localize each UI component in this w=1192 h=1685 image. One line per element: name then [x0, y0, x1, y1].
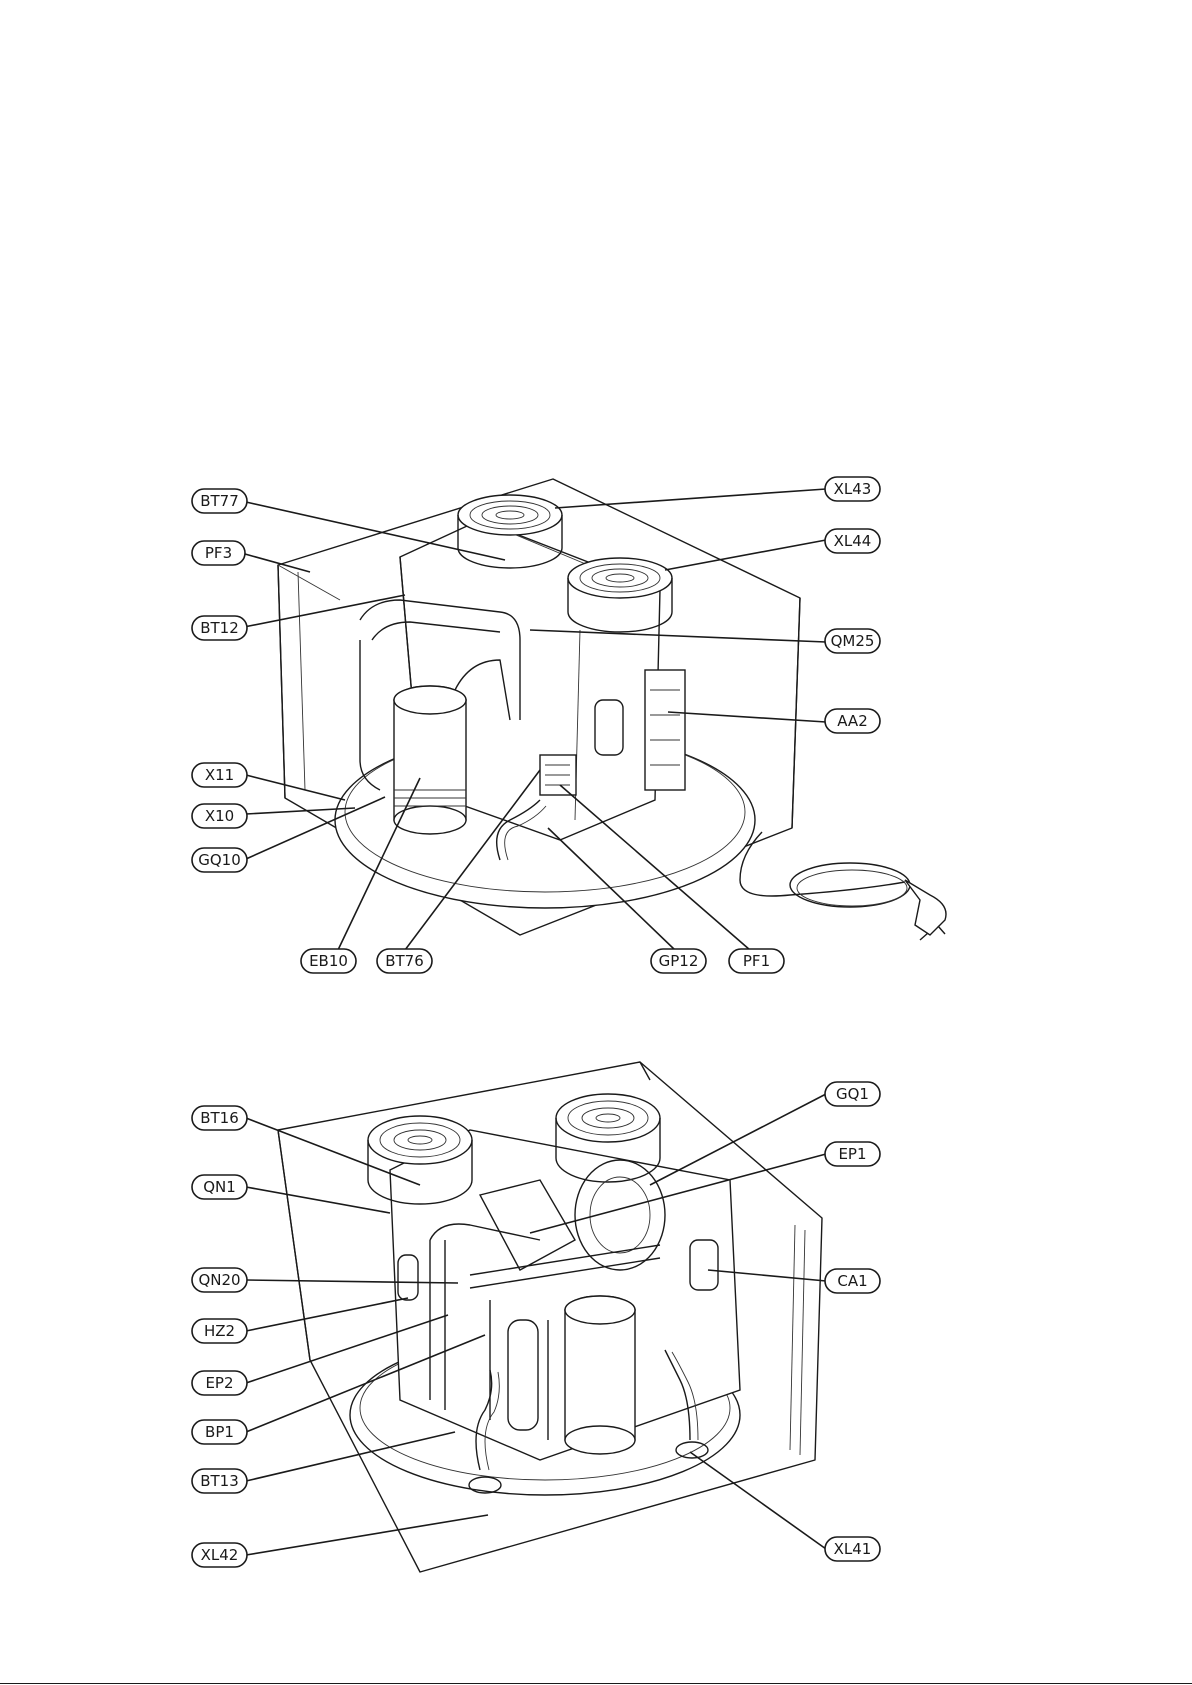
leader-xl41 [690, 1452, 826, 1549]
label-qm25-text: QM25 [831, 632, 875, 650]
label-xl44: XL44 [825, 529, 880, 553]
label-gp12-text: GP12 [659, 952, 699, 970]
label-qn20: QN20 [192, 1268, 247, 1292]
leader-aa2 [668, 712, 826, 722]
leader-bt12 [244, 595, 405, 627]
label-pf3-text: PF3 [205, 544, 232, 562]
label-ep1-text: EP1 [838, 1145, 866, 1163]
label-eb10-text: EB10 [309, 952, 348, 970]
label-aa2: AA2 [825, 709, 880, 733]
label-xl42: XL42 [192, 1543, 247, 1567]
label-bt77: BT77 [192, 489, 247, 513]
leader-x11 [246, 775, 345, 800]
footer-rule [0, 1683, 1192, 1684]
label-x10-text: X10 [205, 807, 234, 825]
label-qn20-text: QN20 [198, 1271, 240, 1289]
label-xl44-text: XL44 [834, 532, 872, 550]
label-pf3: PF3 [192, 541, 245, 565]
label-xl41-text: XL41 [834, 1540, 872, 1558]
label-bt12: BT12 [192, 616, 247, 640]
label-bp1: BP1 [192, 1420, 247, 1444]
label-gq1-text: GQ1 [836, 1085, 869, 1103]
label-bt13-text: BT13 [200, 1472, 239, 1490]
label-gq10-text: GQ10 [198, 851, 241, 869]
label-gq10: GQ10 [192, 848, 247, 872]
leader-xl42 [246, 1515, 488, 1555]
label-bt16: BT16 [192, 1106, 247, 1130]
label-gq1: GQ1 [825, 1082, 880, 1106]
label-x11: X11 [192, 763, 247, 787]
label-ep2-text: EP2 [205, 1374, 233, 1392]
label-qm25: QM25 [825, 629, 880, 653]
label-qn1-text: QN1 [203, 1178, 236, 1196]
label-hz2-text: HZ2 [204, 1322, 235, 1340]
label-x10: X10 [192, 804, 247, 828]
label-ca1: CA1 [825, 1269, 880, 1293]
label-bt12-text: BT12 [200, 619, 239, 637]
label-bt77-text: BT77 [200, 492, 239, 510]
label-ep1: EP1 [825, 1142, 880, 1166]
leader-gq1 [650, 1094, 826, 1185]
label-xl41: XL41 [825, 1537, 880, 1561]
label-bt13: BT13 [192, 1469, 247, 1493]
label-bt76-text: BT76 [385, 952, 424, 970]
label-ca1-text: CA1 [837, 1272, 867, 1290]
label-pf1-text: PF1 [743, 952, 770, 970]
label-bt76: BT76 [377, 949, 432, 973]
label-gp12: GP12 [651, 949, 706, 973]
label-pf1: PF1 [729, 949, 784, 973]
label-xl43: XL43 [825, 477, 880, 501]
leader-hz2 [246, 1298, 408, 1331]
label-bt16-text: BT16 [200, 1109, 239, 1127]
label-hz2: HZ2 [192, 1319, 247, 1343]
label-xl43-text: XL43 [834, 480, 872, 498]
leader-qn1 [246, 1187, 390, 1213]
label-aa2-text: AA2 [837, 712, 867, 730]
label-x11-text: X11 [205, 766, 234, 784]
label-eb10: EB10 [301, 949, 356, 973]
label-ep2: EP2 [192, 1371, 247, 1395]
label-qn1: QN1 [192, 1175, 247, 1199]
leader-xl43 [555, 489, 826, 508]
label-xl42-text: XL42 [201, 1546, 239, 1564]
label-bp1-text: BP1 [205, 1423, 234, 1441]
